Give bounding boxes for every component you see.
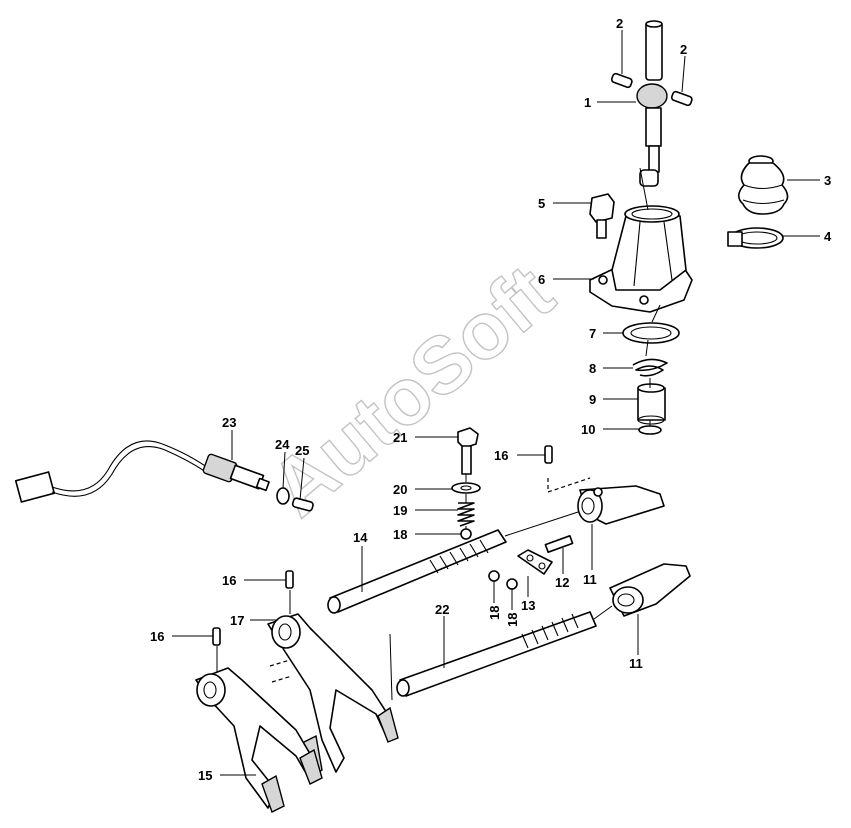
alignment-marker-a	[547, 477, 591, 493]
callout-24: 24	[275, 437, 290, 452]
callout-17: 17	[230, 613, 244, 628]
callout-2b: 2	[680, 42, 687, 57]
callout-13: 13	[521, 598, 535, 613]
callout-21: 21	[393, 430, 407, 445]
part-15-shift-fork	[195, 667, 323, 813]
callout-25: 25	[295, 443, 309, 458]
callout-18b: 18	[487, 606, 502, 620]
part-13-plate	[517, 549, 553, 575]
part-16-pin-b	[285, 570, 294, 589]
callout-3: 3	[824, 173, 831, 188]
callout-12: 12	[555, 575, 569, 590]
part-25-pin	[291, 497, 314, 512]
part-19-spring	[457, 502, 475, 527]
part-2-pin-left	[610, 72, 633, 89]
part-17-shift-fork	[267, 613, 399, 778]
callout-1: 1	[584, 95, 591, 110]
callout-9: 9	[589, 392, 596, 407]
part-18-ball-b	[488, 570, 500, 582]
callout-5: 5	[538, 196, 545, 211]
part-21-bolt	[457, 427, 479, 475]
callout-8: 8	[589, 361, 596, 376]
callout-6: 6	[538, 272, 545, 287]
part-12-screw	[544, 534, 574, 554]
part-3-rubber-boot	[737, 155, 789, 215]
part-18-ball-a	[460, 528, 472, 540]
part-22-selector-shaft	[396, 605, 613, 697]
part-2-pin-right	[670, 90, 693, 107]
part-6-shift-housing	[589, 205, 693, 313]
part-16-pin-a	[544, 445, 553, 464]
callout-22: 22	[435, 602, 449, 617]
part-11-shift-block-lower	[609, 563, 691, 617]
callout-15: 15	[198, 768, 212, 783]
part-24-washer	[276, 487, 290, 505]
part-1-gear-lever	[636, 20, 668, 187]
part-14-selector-shaft	[327, 511, 579, 614]
callout-11a: 11	[583, 572, 597, 587]
part-10-circlip	[638, 425, 662, 435]
callouts: 1 2 2 3 4 5 6 7 8 9 10 11 11 12 13 14 15…	[150, 16, 832, 783]
leader-lines	[172, 30, 820, 776]
callout-23: 23	[222, 415, 236, 430]
part-18-ball-c	[506, 578, 518, 590]
part-8-spring	[632, 358, 668, 377]
callout-2a: 2	[616, 16, 623, 31]
part-16-pin-c	[212, 627, 221, 646]
part-20-washer	[451, 482, 481, 494]
callout-16a: 16	[494, 448, 508, 463]
part-4-hose-clamp	[727, 227, 784, 249]
callout-4: 4	[824, 229, 832, 244]
callout-7: 7	[589, 326, 596, 341]
callout-20: 20	[393, 482, 407, 497]
part-5-bolt	[589, 193, 615, 239]
part-9-bushing	[637, 383, 666, 425]
callout-18a: 18	[393, 527, 407, 542]
part-23-sensor	[14, 440, 270, 503]
callout-16c: 16	[150, 629, 164, 644]
callout-18c: 18	[505, 613, 520, 627]
callout-16b: 16	[222, 573, 236, 588]
part-11-shift-block-upper	[577, 485, 665, 525]
part-7-gasket	[622, 322, 680, 344]
connector-lines	[216, 167, 661, 701]
callout-19: 19	[393, 503, 407, 518]
callout-14: 14	[353, 530, 368, 545]
callout-11b: 11	[629, 656, 643, 671]
alignment-marker-b	[269, 659, 293, 683]
callout-10: 10	[581, 422, 595, 437]
